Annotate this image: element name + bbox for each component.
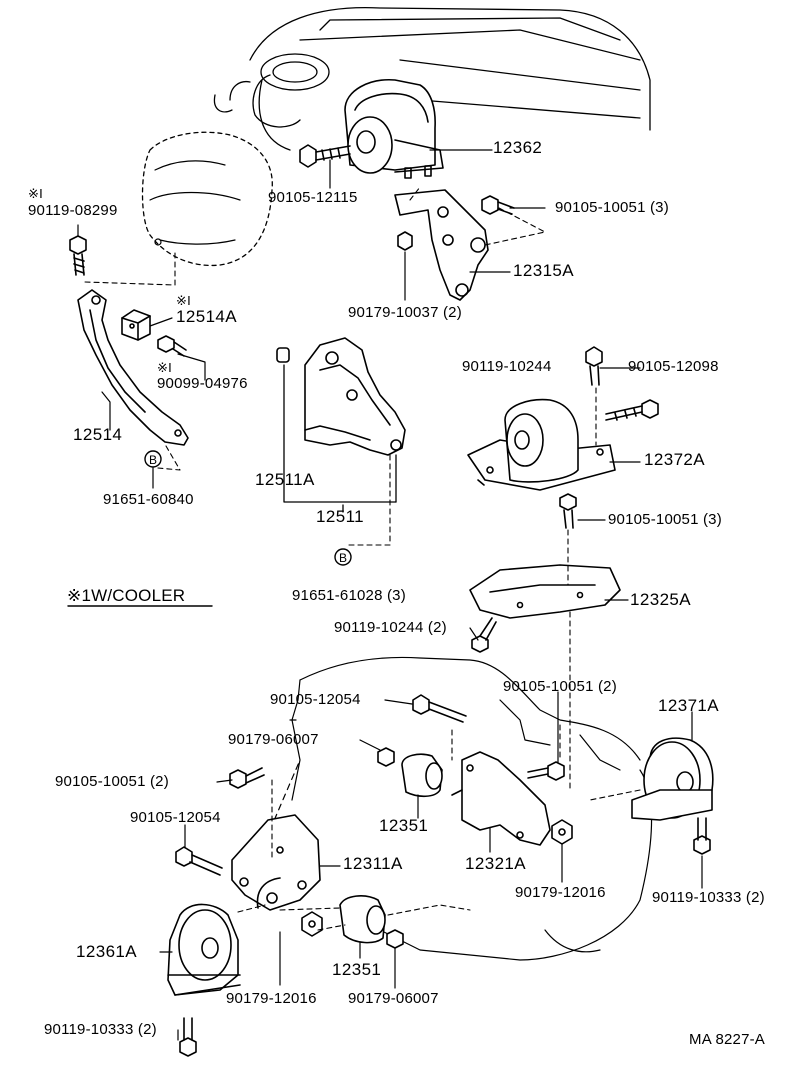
circle-mark-center-letter: B	[339, 551, 347, 565]
bolt-90119-10244-mid	[472, 618, 496, 652]
bolt-90105-10051-right	[528, 762, 564, 780]
bracket-12311A	[232, 815, 320, 910]
callout-90105-10051-mid: 90105-10051 (3)	[608, 511, 722, 528]
bolt-90105-12115	[300, 145, 350, 167]
callout-12514A: 12514A	[176, 307, 238, 326]
bracket-12325A	[470, 565, 620, 618]
guide-lines-right-upper	[568, 388, 596, 790]
bolt-90099-04976	[158, 336, 186, 356]
callout-12351-bottom: 12351	[332, 960, 382, 979]
bolt-90119-10333-right	[694, 818, 710, 854]
callout-90105-10051-top: 90105-10051 (3)	[555, 199, 669, 216]
bracket-12321A	[452, 752, 550, 845]
bolt-90105-12054-left	[176, 847, 222, 875]
circle-mark-left-letter: B	[149, 453, 157, 467]
callout-12311A: 12311A	[343, 854, 403, 873]
callout-12351-top: 12351	[379, 816, 429, 835]
block-12514A	[122, 310, 150, 340]
mount-12362	[345, 80, 443, 178]
footnote-marker-3: ※I	[157, 360, 172, 375]
bushing-12351-bottom	[340, 896, 385, 943]
callout-90105-12098: 90105-12098	[628, 358, 719, 375]
bolt-90105-10051-left	[230, 768, 264, 788]
circle-mark-left	[145, 451, 161, 467]
callout-90179-10037: 90179-10037 (2)	[348, 304, 462, 321]
bolt-90105-12054-top	[413, 695, 466, 722]
callout-90179-12016-left: 90179-12016	[226, 990, 317, 1007]
nut-90179-06007-bottom	[387, 930, 403, 948]
guide-lines-left-lower	[238, 780, 470, 930]
transmission-ribs	[150, 161, 240, 245]
callout-90105-12054-top: 90105-12054	[270, 691, 361, 708]
nut-90179-12016-right	[552, 820, 572, 844]
footnote-legend: ※1W/COOLER	[67, 586, 186, 605]
callout-90105-10051-right: 90105-10051 (2)	[503, 678, 617, 695]
bushing-12351-top	[402, 754, 442, 796]
footnote-marker-1: ※I	[28, 186, 43, 201]
callout-12511: 12511	[316, 507, 365, 526]
guide-lines-left	[85, 253, 180, 470]
callout-90119-10333-right: 90119-10333 (2)	[652, 889, 765, 906]
callout-12372A: 12372A	[644, 450, 706, 469]
transmission-outline	[143, 132, 273, 265]
nut-90179-06007-top	[378, 748, 394, 766]
footnote-marker-2: ※I	[176, 293, 191, 308]
callout-90105-10051-left: 90105-10051 (2)	[55, 773, 169, 790]
circle-mark-center	[335, 549, 351, 565]
callout-90099-04976: 90099-04976	[157, 375, 248, 392]
mount-12372A	[468, 400, 615, 490]
callout-12514: 12514	[73, 425, 123, 444]
callout-90119-10333-left: 90119-10333 (2)	[44, 1021, 157, 1038]
callout-90179-06007-bottom: 90179-06007	[348, 990, 439, 1007]
guide-lines-right-lower	[452, 725, 640, 800]
mount-12371A	[632, 738, 713, 820]
engine-outline	[214, 8, 650, 150]
callout-12362: 12362	[493, 138, 543, 157]
bolt-90119-10333-left	[180, 1018, 196, 1056]
bolt-90119-08299	[70, 236, 86, 275]
mount-12361A	[168, 904, 240, 995]
callout-90119-10244-top: 90119-10244	[462, 358, 552, 375]
bolt-90105-10051-mid	[560, 494, 576, 528]
bracket-12511	[305, 338, 405, 455]
callout-12315A: 12315A	[513, 261, 575, 280]
callout-90105-12115: 90105-12115	[268, 189, 358, 206]
callout-90105-12054-left: 90105-12054	[130, 809, 221, 826]
callout-12321A: 12321A	[465, 854, 527, 873]
callout-12325A: 12325A	[630, 590, 692, 609]
guide-lines-top	[410, 187, 545, 245]
callout-90179-12016-right: 90179-12016	[515, 884, 606, 901]
nut-90179-12016-left	[302, 912, 322, 936]
collar-12511A	[277, 348, 289, 362]
bolt-90105-12098	[606, 400, 658, 420]
callout-90119-08299: 90119-08299	[28, 202, 118, 219]
callout-91651-61028: 91651-61028 (3)	[292, 587, 406, 604]
callout-12361A: 12361A	[76, 942, 138, 961]
lower-engine-outline	[292, 657, 652, 960]
bracket-12514	[78, 290, 188, 445]
bolt-90105-10051-top	[482, 196, 514, 214]
bolt-90119-10244-top	[586, 347, 602, 385]
bracket-brace-lines	[284, 365, 396, 512]
callout-90179-06007-top: 90179-06007	[228, 731, 319, 748]
bracket-12315A	[395, 190, 488, 300]
leader-lines	[78, 150, 702, 1040]
callout-91651-60840: 91651-60840	[103, 491, 194, 508]
callout-12511A: 12511A	[255, 470, 315, 489]
callout-90119-10244-mid: 90119-10244 (2)	[334, 619, 447, 636]
nut-90179-10037	[398, 232, 412, 250]
diagram-code: MA 8227-A	[689, 1031, 766, 1048]
guide-lines-center	[345, 455, 390, 545]
callout-12371A: 12371A	[658, 696, 720, 715]
